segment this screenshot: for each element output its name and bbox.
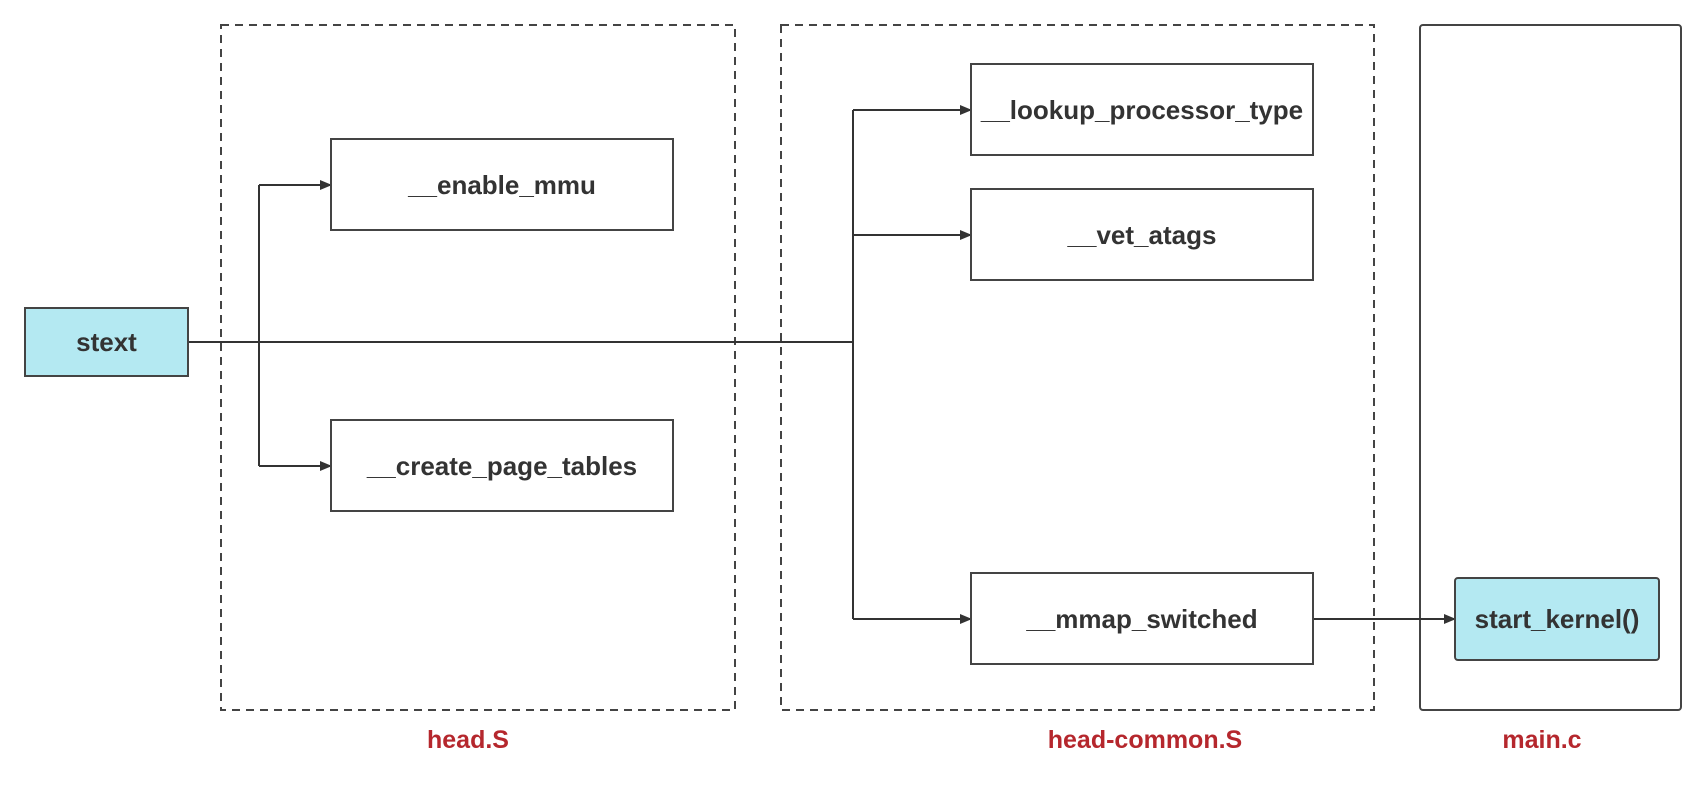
node-stext-label: stext (76, 327, 137, 357)
node-stext-box (24, 307, 189, 377)
node-start-kernel-label: start_kernel() (1475, 604, 1640, 634)
group-head-s (220, 24, 736, 711)
group-label-head-common-s: head-common.S (1048, 726, 1242, 754)
node-create-page-tables-label: __create_page_tables (366, 451, 637, 481)
node-lookup-processor-type-label: __lookup_processor_type (980, 95, 1303, 125)
node-start-kernel-box (1454, 577, 1660, 661)
group-head-common-s (780, 24, 1375, 711)
connectors (188, 105, 1456, 624)
group-label-main-c: main.c (1502, 726, 1581, 754)
node-create-page-tables-box (330, 419, 674, 512)
node-mmap-switched-box (970, 572, 1314, 665)
node-enable-mmu-label: __enable_mmu (407, 170, 596, 200)
group-label-head-s: head.S (427, 726, 509, 754)
node-vet-atags-box (970, 188, 1314, 281)
node-enable-mmu-box (330, 138, 674, 231)
node-enable-mmu: __enable_mmu (330, 138, 674, 231)
node-vet-atags: __vet_atags (970, 188, 1314, 281)
node-lookup-processor-type-box (970, 63, 1314, 156)
node-lookup-processor-type: __lookup_processor_type (970, 63, 1314, 156)
node-vet-atags-label: __vet_atags (1067, 220, 1217, 250)
node-create-page-tables: __create_page_tables (330, 419, 674, 512)
group-main-c (1419, 24, 1682, 711)
node-stext: stext (24, 307, 189, 377)
node-start-kernel: start_kernel() (1454, 577, 1660, 661)
node-mmap-switched: __mmap_switched (970, 572, 1314, 665)
node-mmap-switched-label: __mmap_switched (1025, 604, 1257, 634)
